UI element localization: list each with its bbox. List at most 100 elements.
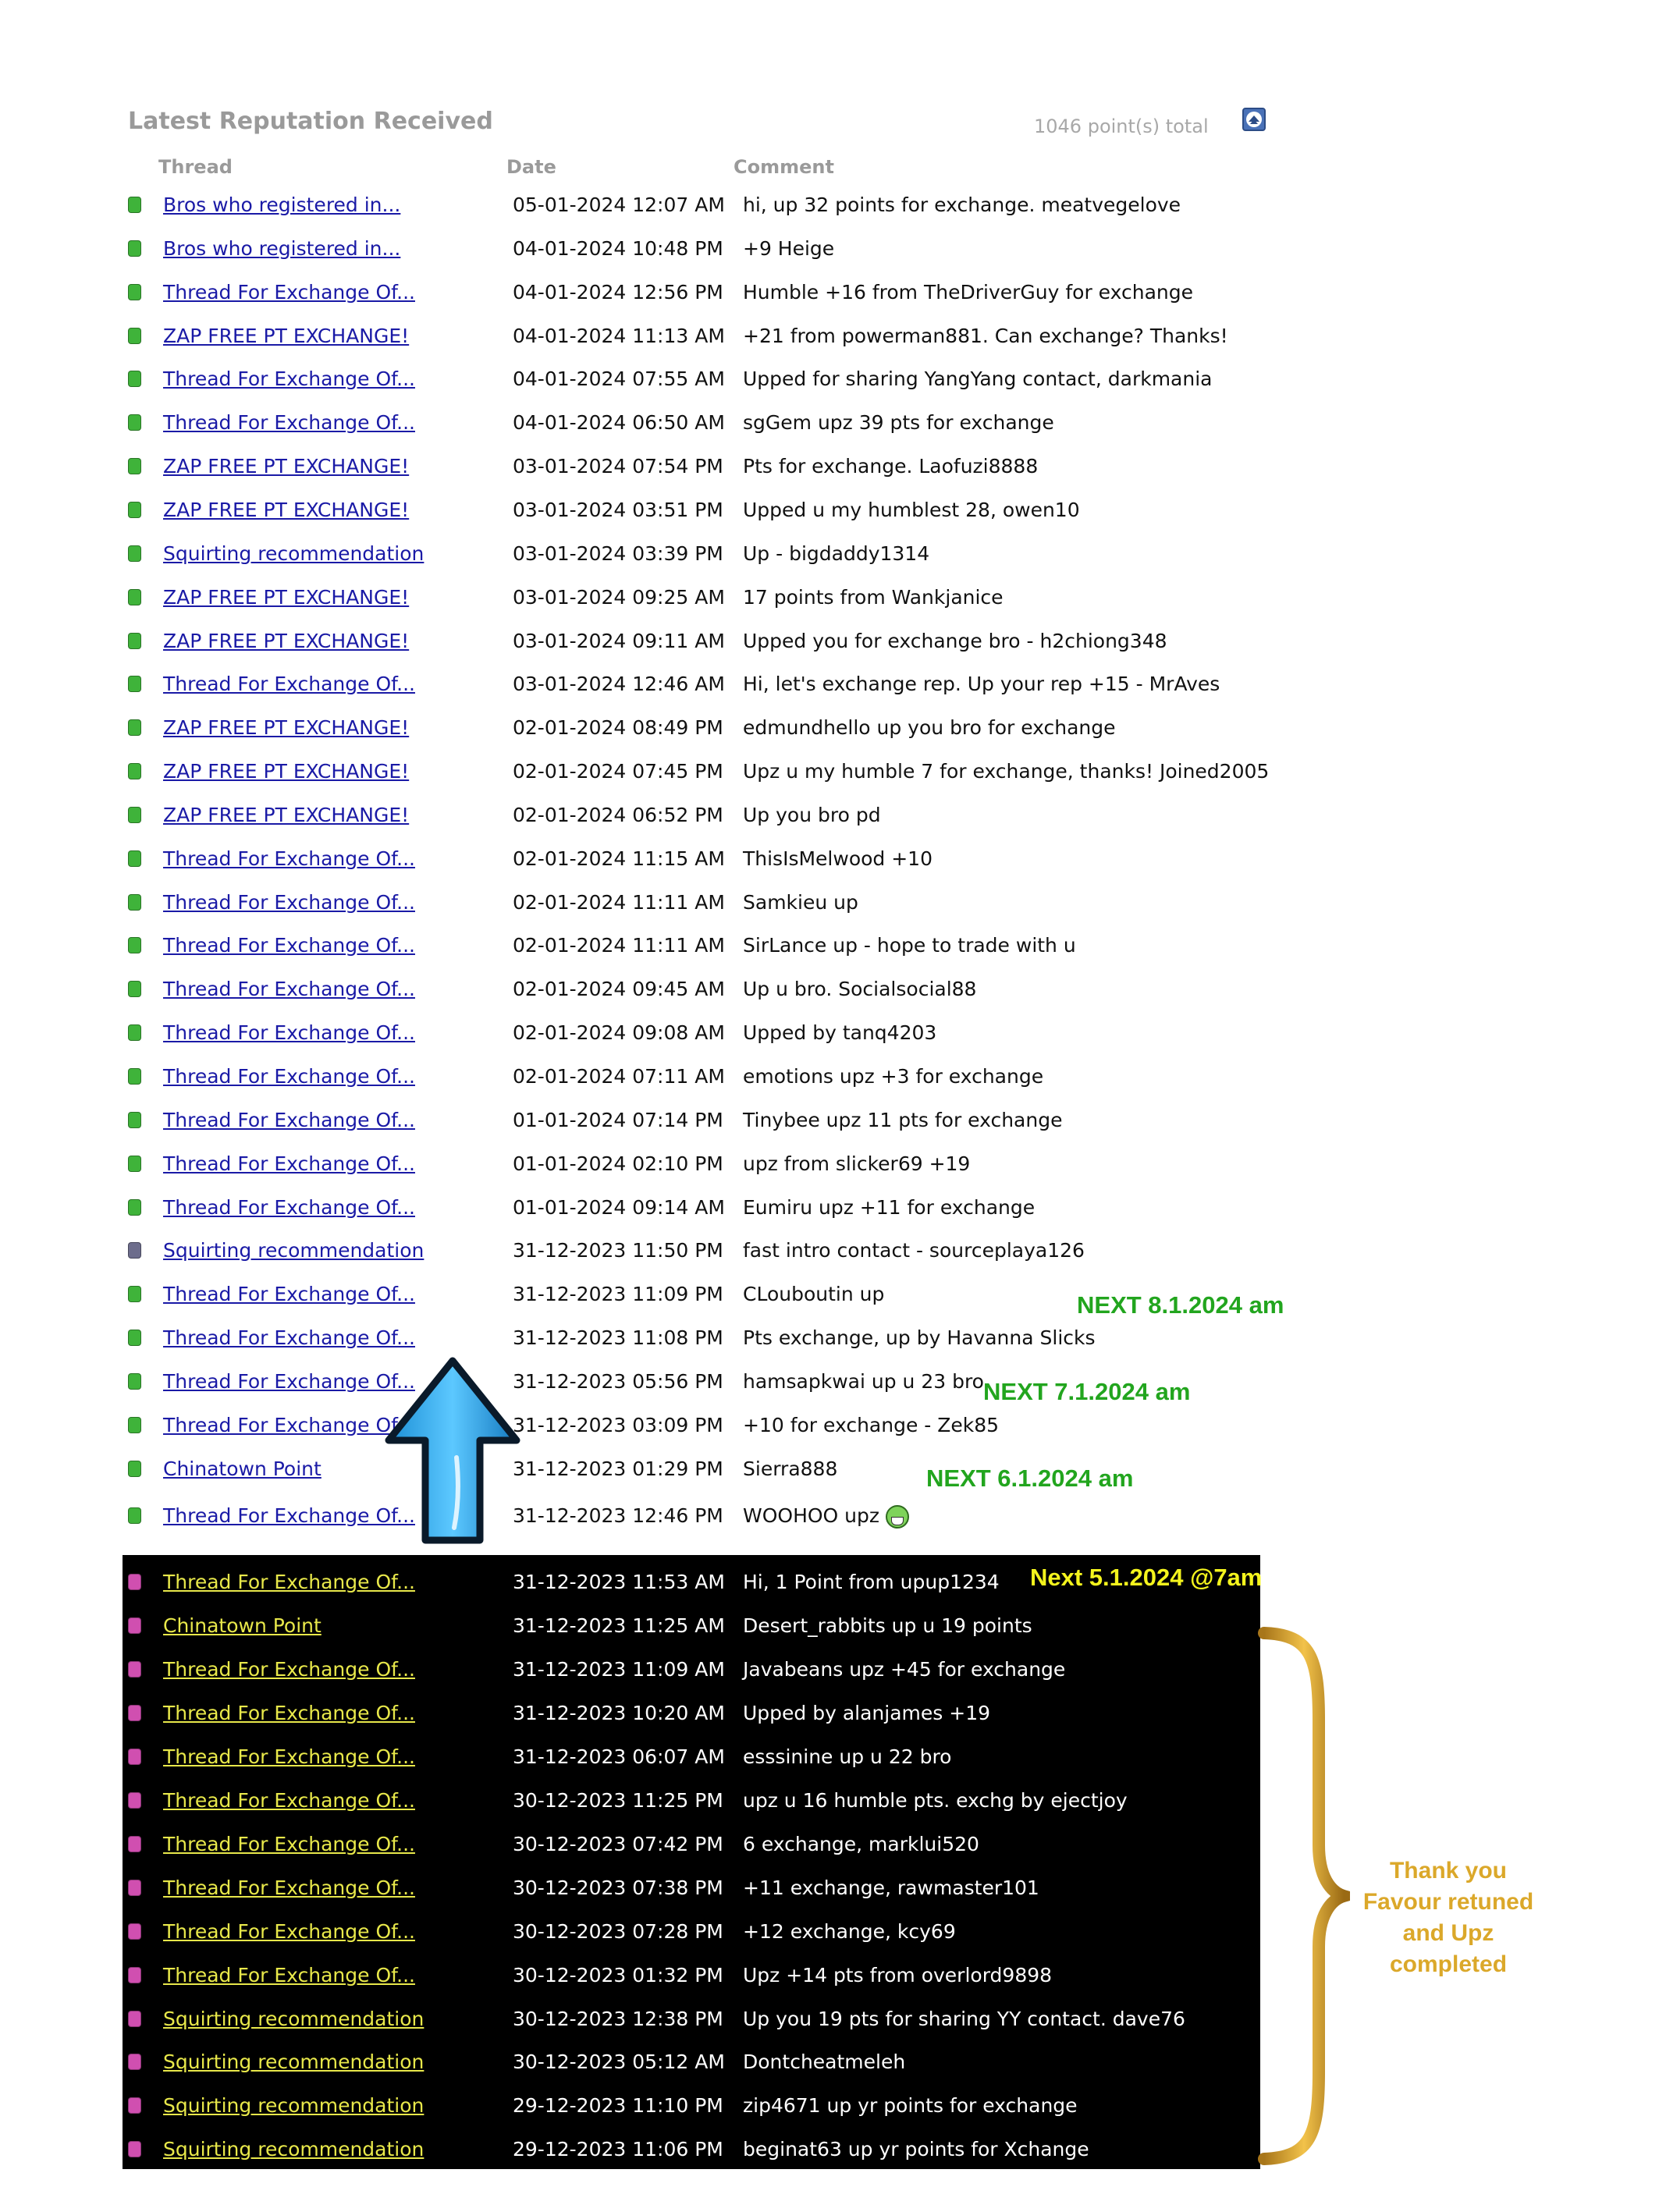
thread-link[interactable]: Thread For Exchange Of...	[163, 890, 415, 914]
reputation-bullet-icon	[128, 806, 141, 823]
thread-link[interactable]: Squirting recommendation	[163, 2050, 425, 2074]
comment-text: SirLance up - hope to trade with u	[743, 934, 1076, 957]
reputation-date: 30-12-2023 07:42 PM	[513, 1832, 723, 1855]
thread-link[interactable]: Thread For Exchange Of...	[163, 1571, 415, 1593]
thread-link[interactable]: Thread For Exchange Of...	[163, 978, 415, 1001]
comment-text: Tinybee upz 11 pts for exchange	[743, 1108, 1063, 1131]
reputation-comment: upz from slicker69 +19	[743, 1152, 970, 1175]
reputation-comment: hamsapkwai up u 23 bro	[743, 1370, 984, 1393]
reputation-comment: CLouboutin up	[743, 1283, 884, 1305]
reputation-bullet-icon	[128, 632, 141, 649]
thread-link[interactable]: Thread For Exchange Of...	[163, 280, 415, 304]
reputation-date: 31-12-2023 11:53 AM	[513, 1571, 725, 1593]
thread-link[interactable]: Thread For Exchange Of...	[163, 1326, 415, 1350]
reputation-row: Thread For Exchange Of... 31-12-2023 11:5…	[0, 1563, 1264, 1607]
thread-link[interactable]: Thread For Exchange Of...	[163, 1745, 415, 1768]
reputation-bullet-icon	[128, 240, 141, 257]
reputation-bullet-icon	[128, 1155, 141, 1172]
reputation-row: ZAP FREE PT EXCHANGE!02-01-2024 06:52 PM…	[0, 796, 1264, 840]
grin-icon	[886, 1504, 910, 1529]
thread-link[interactable]: Squirting recommendation	[163, 2138, 425, 2161]
reputation-date: 31-12-2023 05:56 PM	[513, 1369, 723, 1393]
thread-link[interactable]: ZAP FREE PT EXCHANGE!	[163, 585, 410, 609]
reputation-date: 02-01-2024 11:15 AM	[513, 847, 725, 870]
thread-link[interactable]: Thread For Exchange Of...	[163, 1657, 415, 1681]
page-title: Latest Reputation Received	[128, 108, 493, 135]
thread-link[interactable]: Thread For Exchange Of...	[163, 1369, 415, 1393]
thread-link[interactable]: Squirting recommendation	[163, 541, 425, 565]
thread-link[interactable]: Thread For Exchange Of...	[163, 1065, 415, 1088]
reputation-date: 31-12-2023 11:09 PM	[513, 1283, 723, 1306]
thread-link[interactable]: ZAP FREE PT EXCHANGE!	[163, 455, 410, 478]
thread-link[interactable]: Squirting recommendation	[163, 1239, 425, 1262]
reputation-comment: Upped by alanjames +19	[743, 1702, 990, 1724]
thread-link[interactable]: Thread For Exchange Of...	[163, 1832, 415, 1855]
reputation-comment: Pts exchange, up by Havanna Slicks	[743, 1326, 1096, 1349]
thread-link[interactable]: Thread For Exchange Of...	[163, 1963, 415, 1987]
reputation-comment: WOOHOO upz	[743, 1504, 910, 1529]
thread-link[interactable]: Squirting recommendation	[163, 2094, 425, 2118]
thread-link[interactable]: Thread For Exchange Of...	[163, 1413, 415, 1436]
reputation-date: 30-12-2023 05:12 AM	[513, 2050, 725, 2074]
reputation-date: 30-12-2023 01:32 PM	[513, 1963, 723, 1987]
reputation-comment: Desert_rabbits up u 19 points	[743, 1614, 1032, 1637]
comment-text: emotions upz +3 for exchange	[743, 1065, 1044, 1088]
reputation-row: Thread For Exchange Of...01-01-2024 09:1…	[0, 1188, 1264, 1232]
reputation-row: Thread For Exchange Of...02-01-2024 11:1…	[0, 883, 1264, 927]
thread-link[interactable]: Thread For Exchange Of...	[163, 1504, 415, 1527]
reputation-comment: Up - bigdaddy1314	[743, 542, 929, 565]
thread-link[interactable]: Thread For Exchange Of...	[163, 1152, 415, 1175]
thread-link[interactable]: Bros who registered in...	[163, 194, 401, 216]
thread-link[interactable]: Squirting recommendation	[163, 2007, 425, 2030]
thread-link[interactable]: Thread For Exchange Of...	[163, 934, 415, 957]
comment-text: fast intro contact - sourceplaya126	[743, 1239, 1085, 1262]
reputation-comment: Sierra888	[743, 1458, 837, 1480]
reputation-icon[interactable]	[1242, 108, 1266, 131]
reputation-comment: esssinine up u 22 bro	[743, 1745, 951, 1768]
thread-link[interactable]: Thread For Exchange Of...	[163, 847, 415, 870]
thread-link[interactable]: Thread For Exchange Of...	[163, 367, 415, 391]
comment-text: beginat63 up yr points for Xchange	[743, 2138, 1089, 2161]
thread-link[interactable]: Thread For Exchange Of...	[163, 1108, 415, 1131]
thread-link[interactable]: Chinatown Point	[163, 1614, 321, 1637]
thread-link[interactable]: Thread For Exchange Of...	[163, 1701, 415, 1724]
reputation-comment: Tinybee upz 11 pts for exchange	[743, 1109, 1062, 1131]
thanks-note: Thank you Favour retuned and Upz complet…	[1342, 1855, 1554, 1980]
thread-link[interactable]: ZAP FREE PT EXCHANGE!	[163, 498, 410, 521]
reputation-bullet-icon	[128, 850, 141, 867]
thread-link[interactable]: Thread For Exchange Of...	[163, 673, 415, 696]
reputation-date: 31-12-2023 12:46 PM	[513, 1504, 723, 1527]
thread-link[interactable]: Thread For Exchange Of...	[163, 411, 415, 435]
thread-link[interactable]: Thread For Exchange Of...	[163, 1919, 415, 1943]
thread-link[interactable]: ZAP FREE PT EXCHANGE!	[163, 760, 410, 783]
thread-link[interactable]: ZAP FREE PT EXCHANGE!	[163, 716, 410, 740]
thread-link[interactable]: Thread For Exchange Of...	[163, 1195, 415, 1219]
curly-brace-icon	[1258, 1627, 1350, 2165]
reputation-row: Thread For Exchange Of...02-01-2024 07:1…	[0, 1057, 1264, 1101]
reputation-bullet-icon	[128, 1372, 141, 1390]
comment-text: Upped u my humblest 28, owen10	[743, 498, 1080, 521]
reputation-row: Thread For Exchange Of...03-01-2024 12:4…	[0, 665, 1264, 708]
reputation-bullet-icon	[128, 1024, 141, 1042]
thread-link[interactable]: Bros who registered in...	[163, 236, 401, 260]
reputation-row: Thread For Exchange Of...31-12-2023 03:0…	[0, 1406, 1264, 1450]
comment-text: hamsapkwai up u 23 bro	[743, 1369, 984, 1393]
thanks-line-1: Thank you	[1389, 1858, 1507, 1884]
thread-link[interactable]: ZAP FREE PT EXCHANGE!	[163, 803, 410, 826]
reputation-comment: ThisIsMelwood +10	[743, 847, 933, 870]
reputation-date: 31-12-2023 10:20 AM	[513, 1701, 725, 1724]
reputation-date: 29-12-2023 11:06 PM	[513, 2138, 723, 2161]
reputation-bullet-icon	[128, 2010, 141, 2027]
reputation-bullet-icon	[128, 501, 141, 518]
thread-link[interactable]: Thread For Exchange Of...	[163, 1021, 415, 1045]
thread-link[interactable]: Thread For Exchange Of...	[163, 1876, 415, 1899]
thread-link[interactable]: ZAP FREE PT EXCHANGE!	[163, 629, 410, 652]
thread-link[interactable]: Chinatown Point	[163, 1457, 321, 1480]
thread-link[interactable]: ZAP FREE PT EXCHANGE!	[163, 324, 410, 347]
thread-link[interactable]: Thread For Exchange Of...	[163, 1283, 415, 1306]
thread-link[interactable]: Thread For Exchange Of...	[163, 1788, 415, 1812]
reputation-row: Bros who registered in...05-01-2024 12:0…	[0, 186, 1264, 229]
